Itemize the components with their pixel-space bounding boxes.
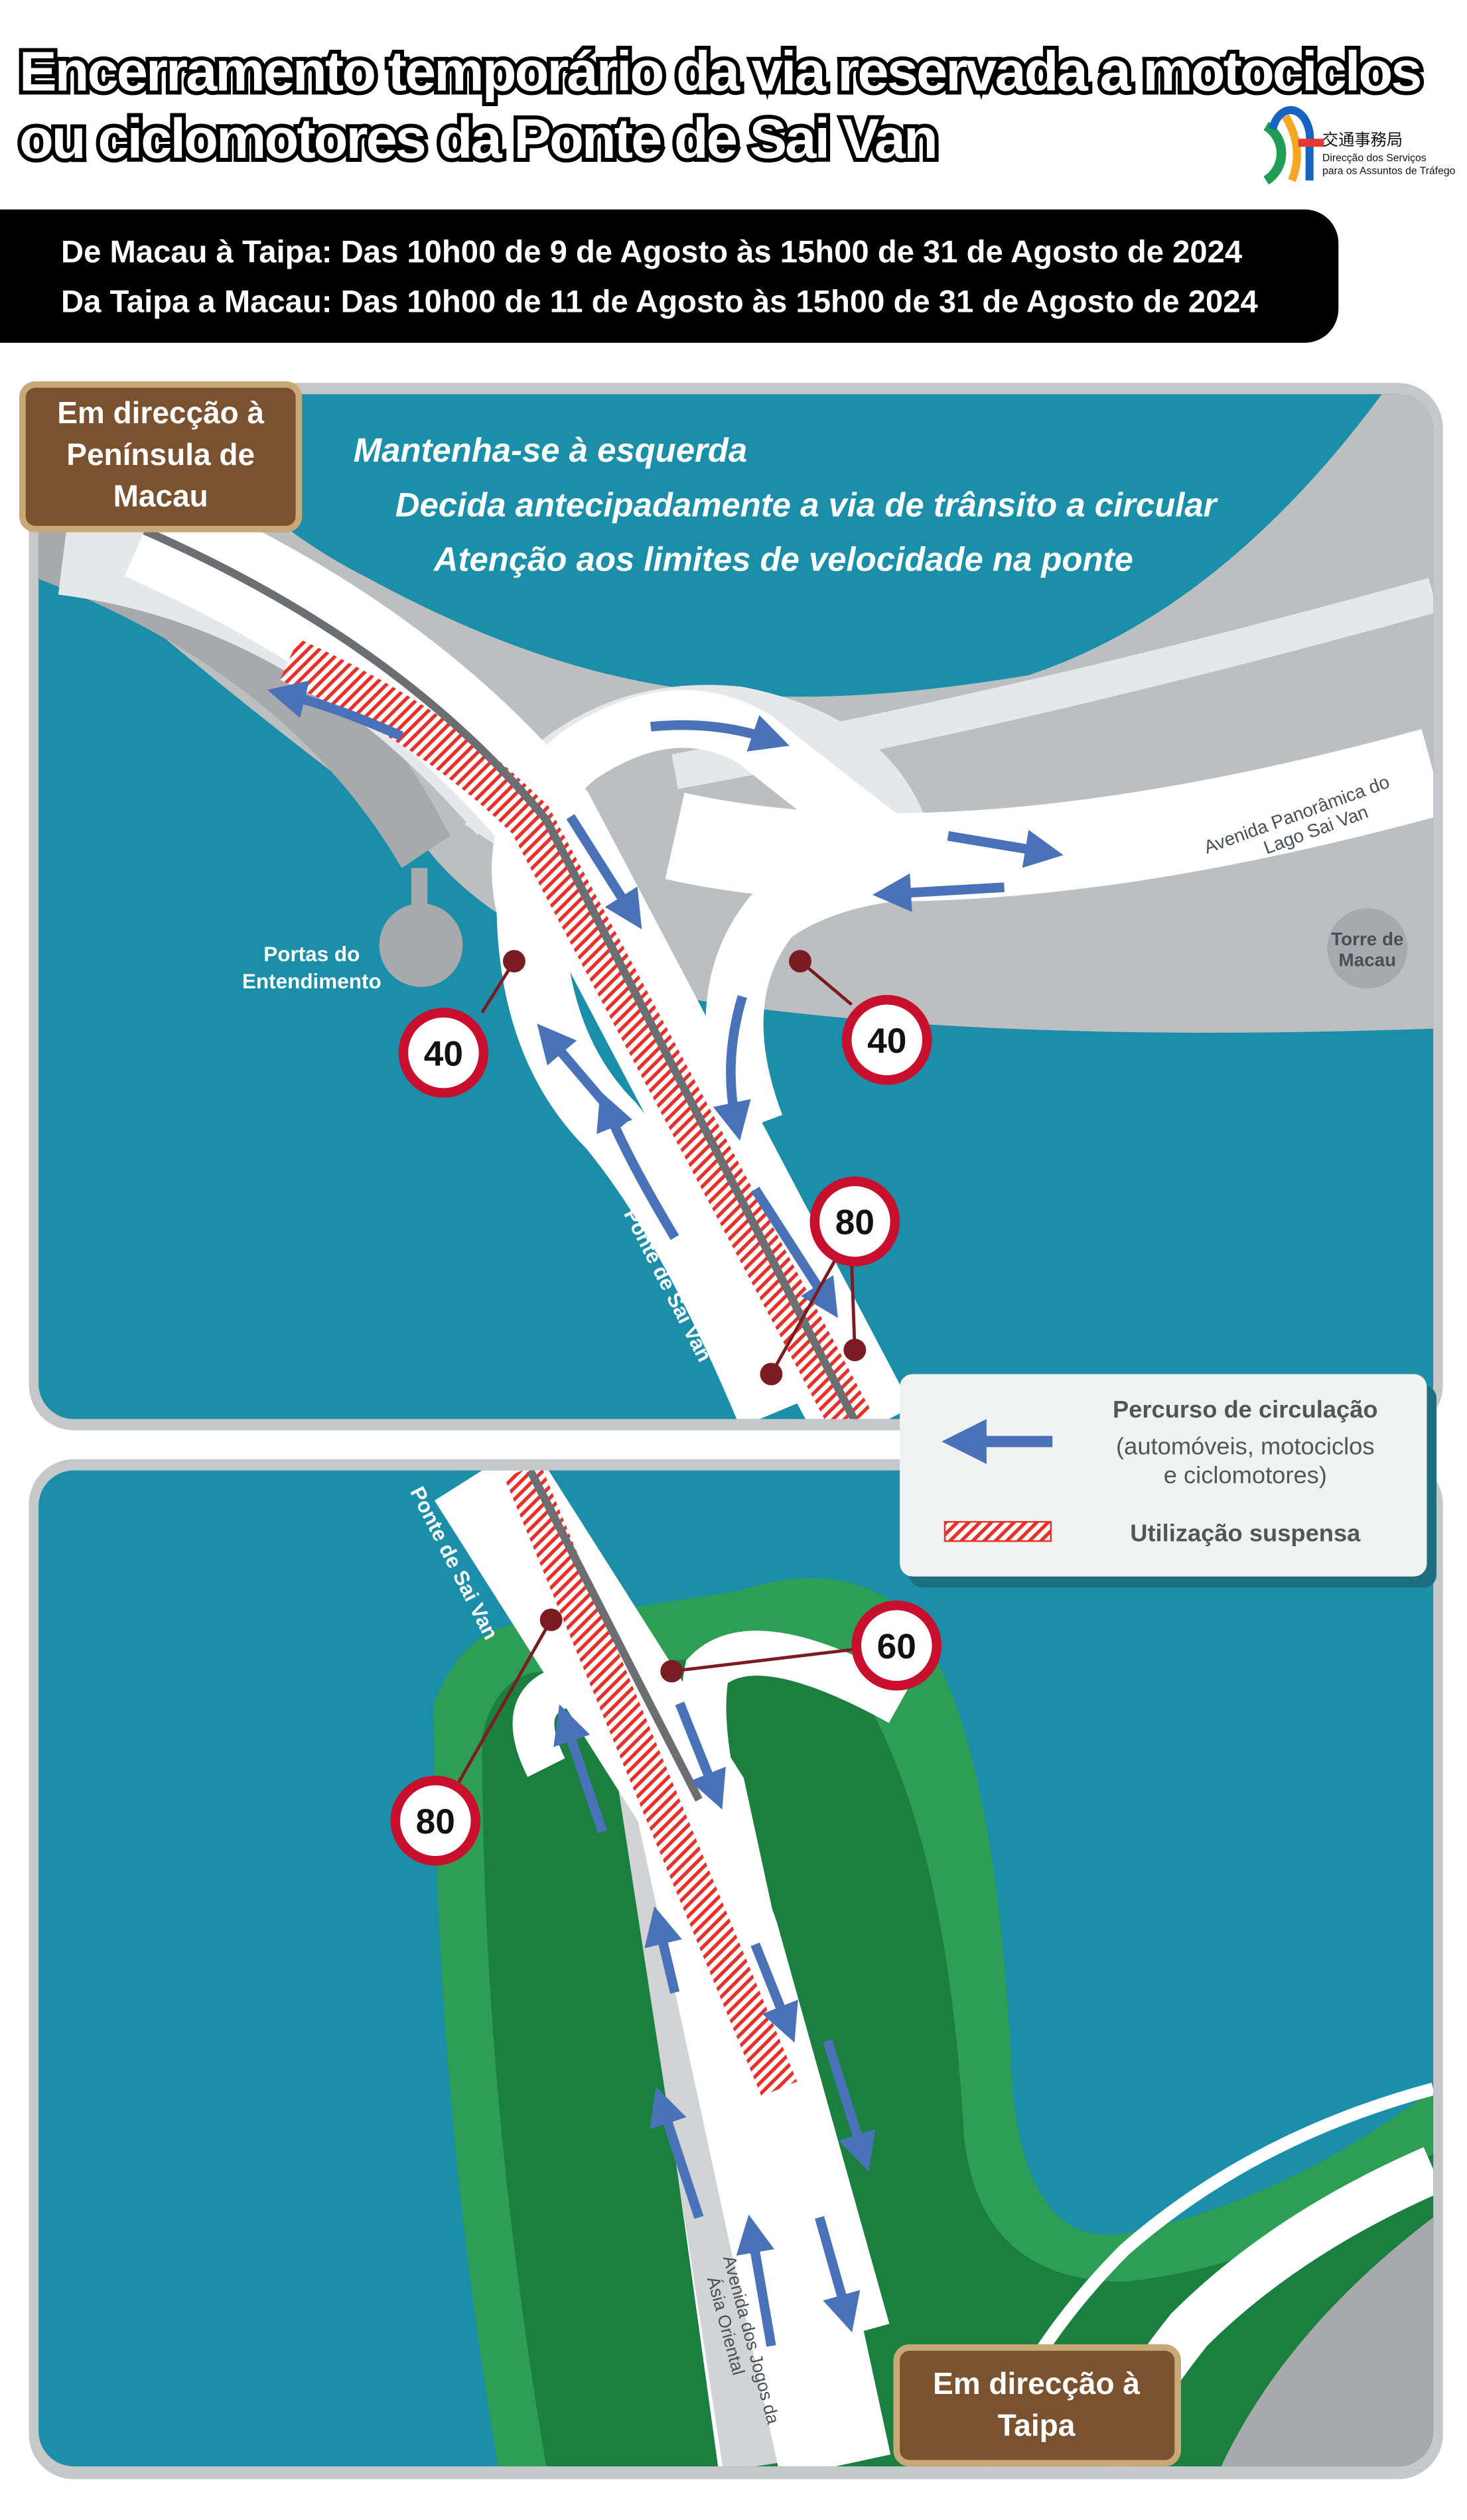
portas-roundabout [379,903,463,987]
avenida-panoramica-road [665,729,1434,902]
svg-text:Península de: Península de [66,437,255,472]
speed-sign-40-left: 40 [398,1008,489,1098]
svg-text:60: 60 [877,1627,916,1666]
legend: Percurso de circulação (automóveis, moto… [900,1374,1436,1588]
bridge-median-bottom [526,1470,703,1802]
dsat-logo: 交通事務局 Direcção dos Serviços para os Assu… [1263,105,1456,185]
legend-route-sub1: (automóveis, motociclos [1116,1433,1375,1460]
legend-hatch-icon [943,1521,1052,1542]
label-portas-2: Entendimento [242,970,382,993]
speed-sign-80-top: 80 [809,1176,900,1267]
logo-line-2: para os Assuntos de Tráfego [1322,165,1456,176]
svg-text:40: 40 [867,1022,906,1061]
suspended-lane-top [280,638,872,1420]
date-banner: De Macau à Taipa: Das 10h00 de 9 de Agos… [0,209,1339,343]
route-arrows-bottom [553,1701,876,2347]
svg-text:Macau: Macau [113,479,208,513]
note-decide-lane: Decida antecipadamente a via de trânsito… [395,486,1219,523]
land-grey-corner [1221,2217,1434,2467]
speed-sign-40-right: 40 [841,994,932,1085]
map-panel-top: Mantenha-se à esquerda Decida antecipada… [29,383,1443,1431]
page-title: Encerramento temporário da via reservada… [15,35,1427,174]
svg-text:80: 80 [416,1802,455,1841]
speed-sign-60-bottom: 60 [851,1600,942,1691]
logo-line-1: Direcção dos Serviços [1322,153,1427,164]
speed-sign-80-bottom: 80 [390,1775,481,1866]
route-arrows-top [267,680,1064,1318]
label-torre-2: Macau [1339,949,1397,970]
svg-text:Taipa: Taipa [998,2408,1076,2442]
label-torre-1: Torre de [1331,929,1403,949]
legend-route-title: Percurso de circulação [1113,1396,1378,1423]
suspended-lane-bottom [504,1470,798,2097]
label-portas-1: Portas do [263,943,360,966]
svg-text:80: 80 [835,1203,874,1242]
speed-limit-markers: 40 40 80 80 60 [390,950,942,1866]
title-line-2: ou ciclomotores da Ponte de Sai Van [19,107,936,170]
banner-line-1: De Macau à Taipa: Das 10h00 de 9 de Agos… [61,235,1242,270]
svg-text:Em direcção à: Em direcção à [933,2366,1140,2401]
svg-text:40: 40 [424,1034,463,1073]
map-panel-bottom: Ponte de Sai Van Avenida do Oceano Aveni… [29,1459,1443,2480]
bridge-median-top [143,527,863,1420]
legend-suspended: Utilização suspensa [1130,1519,1361,1546]
svg-text:Em direcção à: Em direcção à [57,395,264,430]
note-speed-limits: Atenção aos limites de velocidade na pon… [433,541,1133,578]
legend-route-sub2: e ciclomotores) [1164,1461,1327,1489]
torre-circle [1327,908,1408,989]
note-keep-left: Mantenha-se à esquerda [354,431,747,469]
title-line-1: Encerramento temporário da via reservada… [19,40,1421,103]
direction-sign-macau: Em direcção à Península de Macau [19,381,303,533]
banner-line-2: Da Taipa a Macau: Das 10h00 de 11 de Ago… [61,285,1258,320]
logo-chinese: 交通事務局 [1322,131,1403,149]
direction-sign-taipa: Em direcção à Taipa [893,2344,1181,2467]
